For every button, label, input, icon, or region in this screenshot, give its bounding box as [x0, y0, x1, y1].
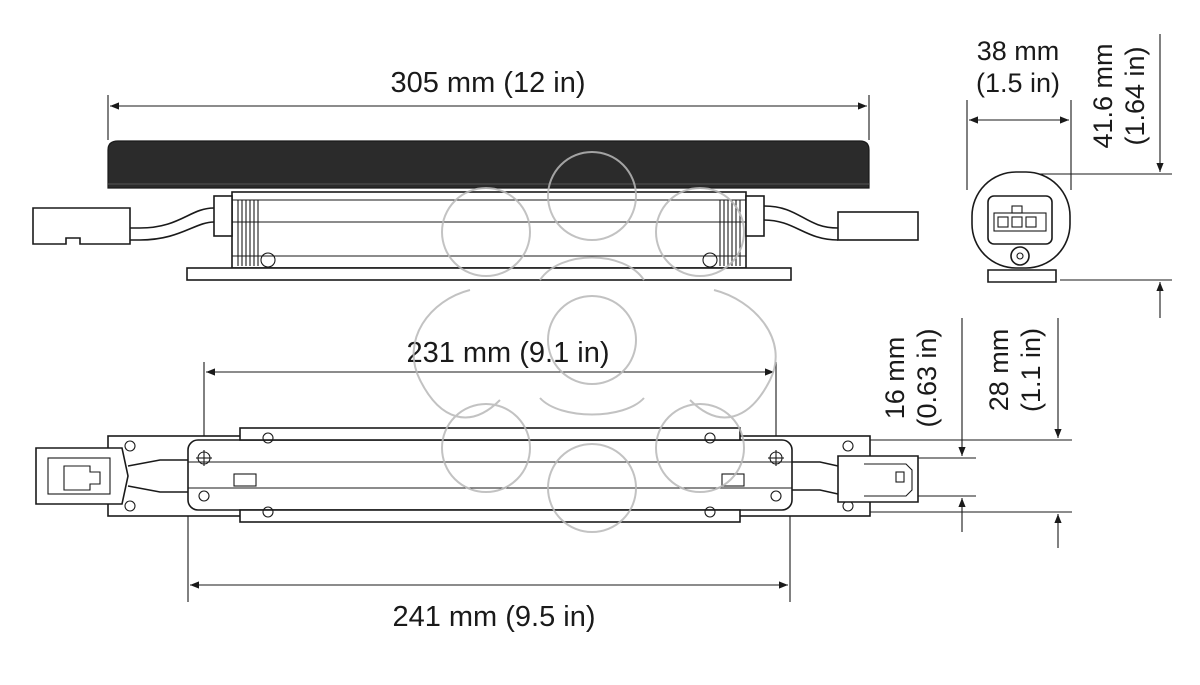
right-connector-plan: [837, 455, 919, 503]
base-plate-side: [186, 267, 792, 281]
dim-label-305: 305 mm (12 in): [390, 67, 585, 99]
mount-hole-right: [768, 450, 784, 466]
watermark-rosette: [412, 151, 777, 533]
housing-top: [107, 140, 870, 189]
dim-label-38-mm: 38 mm: [977, 36, 1060, 66]
dim-label-41-mm: 41.6 mm: [1088, 43, 1118, 148]
driver-body-plan: [187, 439, 793, 511]
dim-label-28-mm: 28 mm: [984, 329, 1014, 412]
end-connector-socket: [987, 195, 1053, 245]
dim-label-16-in: (0.63 in): [912, 328, 942, 427]
left-connector-side: [32, 207, 131, 245]
mount-hole-left: [196, 450, 212, 466]
right-connector-side: [837, 211, 919, 241]
dim-label-231: 231 mm (9.1 in): [406, 337, 609, 369]
dim-label-16-mm: 16 mm: [880, 337, 910, 420]
left-connector-plan: [35, 447, 129, 505]
bottom-view: 231 mm (9.1 in): [35, 318, 1072, 633]
top-view: 305 mm (12 in): [32, 67, 919, 281]
dim-label-28-in: (1.1 in): [1016, 328, 1046, 412]
end-view: 38 mm (1.5 in) 41.6 mm (1.64 in): [966, 34, 1172, 318]
dim-label-241: 241 mm (9.5 in): [392, 601, 595, 633]
dim-label-41-in: (1.64 in): [1120, 46, 1150, 145]
dim-label-38-in: (1.5 in): [976, 68, 1060, 98]
driver-body: [231, 191, 747, 269]
